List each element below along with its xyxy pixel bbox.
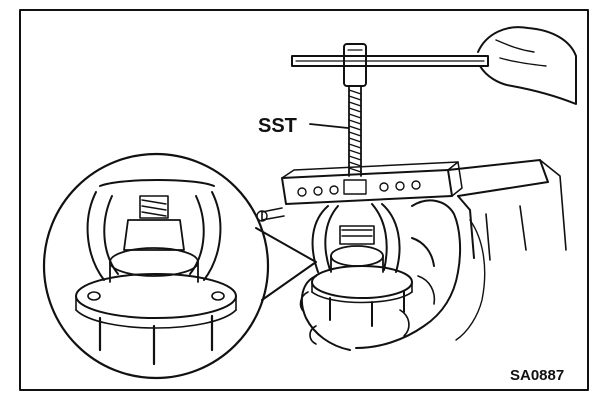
handle-hub	[343, 43, 367, 87]
axle-hub	[311, 225, 413, 327]
t-handle-bar	[291, 55, 489, 67]
puller-crossbar	[256, 161, 463, 222]
hand-holding-hub	[355, 199, 486, 349]
figure-frame	[19, 9, 589, 391]
bench-vise	[447, 159, 567, 261]
puller-jaws	[311, 203, 401, 273]
puller-tool	[256, 43, 489, 327]
hand-on-handle	[477, 26, 577, 105]
figure-code-label: SA0887	[510, 367, 564, 384]
left-hand	[299, 275, 351, 351]
detail-inset	[42, 152, 317, 380]
threaded-screw	[348, 85, 362, 177]
sst-label: SST	[258, 115, 297, 137]
inset-pointer	[255, 227, 317, 301]
sst-leader-line	[309, 123, 349, 129]
